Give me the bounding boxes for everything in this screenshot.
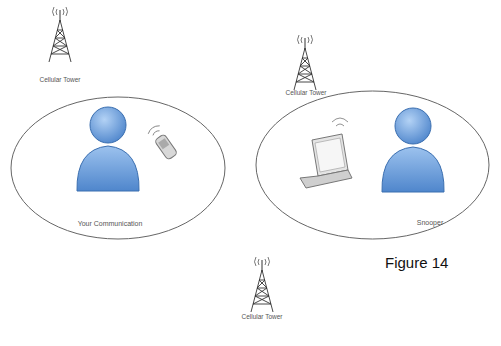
tower-symbol <box>251 257 273 312</box>
ellipse-shape <box>256 91 489 239</box>
person-icon <box>382 108 444 192</box>
person-icon <box>77 107 139 191</box>
tower-label: Cellular Tower <box>39 76 80 83</box>
tower-label: Cellular Tower <box>285 89 326 96</box>
figure-caption: Figure 14 <box>385 254 448 271</box>
group-label: Your Communication <box>78 220 143 227</box>
ellipse-group: Snooper <box>255 90 490 240</box>
phone-symbol <box>147 124 179 161</box>
tower-symbol <box>294 35 316 90</box>
ellipse-group: Your Communication <box>10 96 226 240</box>
group-label: Snooper <box>417 219 443 226</box>
ellipse-outline <box>10 96 226 240</box>
laptop-symbol <box>300 118 352 188</box>
ellipse-outline <box>255 90 490 240</box>
ellipse-shape <box>11 97 225 239</box>
tower-label: Cellular Tower <box>241 313 282 320</box>
tower-symbol <box>49 7 71 62</box>
